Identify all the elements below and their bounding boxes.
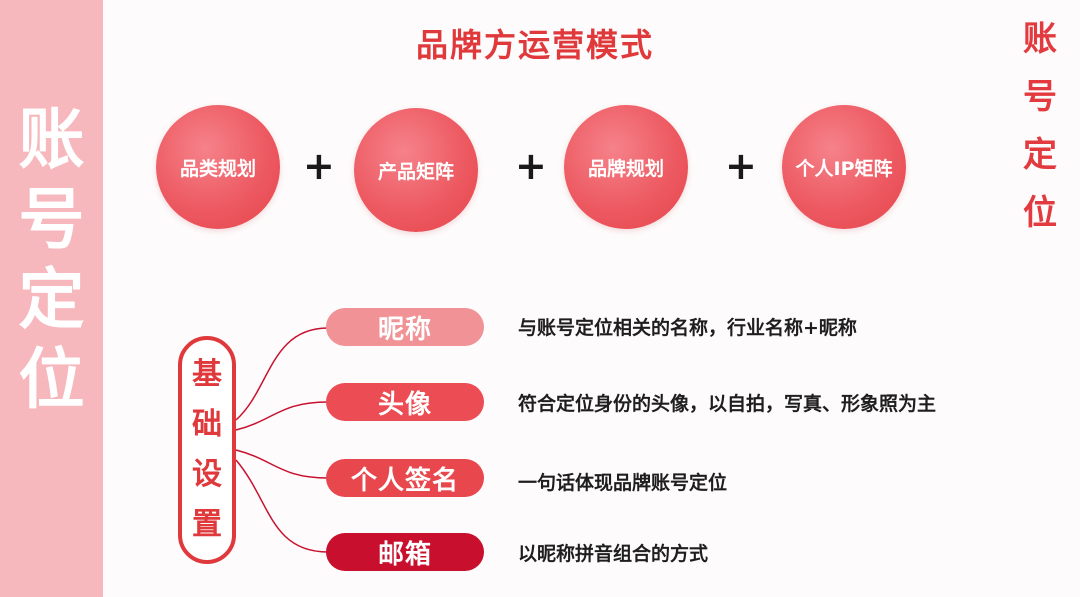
base-label-char: 设	[192, 457, 222, 492]
side-title-char: 号	[18, 181, 85, 258]
right-title-char: 位	[1023, 193, 1057, 233]
side-vertical-title: 账 号 定 位	[0, 100, 103, 420]
desc-signature: 一句话体现品牌账号定位	[518, 472, 728, 494]
pill-signature: 个人签名	[326, 459, 484, 497]
base-label-char: 置	[192, 507, 222, 542]
circle-product-matrix: 产品矩阵	[354, 108, 478, 232]
circle-category-planning: 品类规划	[156, 105, 280, 229]
right-vertical-title: 账 号 定 位	[1005, 10, 1075, 242]
circle-brand-planning: 品牌规划	[564, 105, 688, 229]
side-title-char: 位	[18, 341, 85, 418]
plus-sign: +	[515, 144, 547, 188]
pill-avatar: 头像	[326, 383, 484, 421]
main-title: 品牌方运营模式	[415, 26, 654, 64]
base-label-char: 础	[192, 407, 222, 442]
side-title-char: 定	[18, 261, 85, 338]
desc-email: 以昵称拼音组合的方式	[518, 543, 709, 565]
pill-nickname: 昵称	[326, 308, 484, 346]
basic-settings-box: 基 础 设 置	[178, 336, 236, 564]
pill-email: 邮箱	[326, 533, 484, 571]
side-title-char: 账	[18, 101, 85, 178]
right-title-char: 号	[1023, 77, 1057, 117]
base-label-char: 基	[192, 357, 222, 392]
plus-sign: +	[303, 144, 335, 188]
desc-avatar: 符合定位身份的头像，以自拍，写真、形象照为主	[518, 393, 937, 415]
right-title-char: 定	[1023, 135, 1057, 175]
right-title-char: 账	[1023, 19, 1057, 59]
plus-sign: +	[725, 144, 757, 188]
desc-nickname: 与账号定位相关的名称，行业名称+昵称	[518, 317, 857, 339]
circle-personal-ip-matrix: 个人IP矩阵	[782, 105, 906, 229]
left-side-band	[0, 0, 103, 597]
